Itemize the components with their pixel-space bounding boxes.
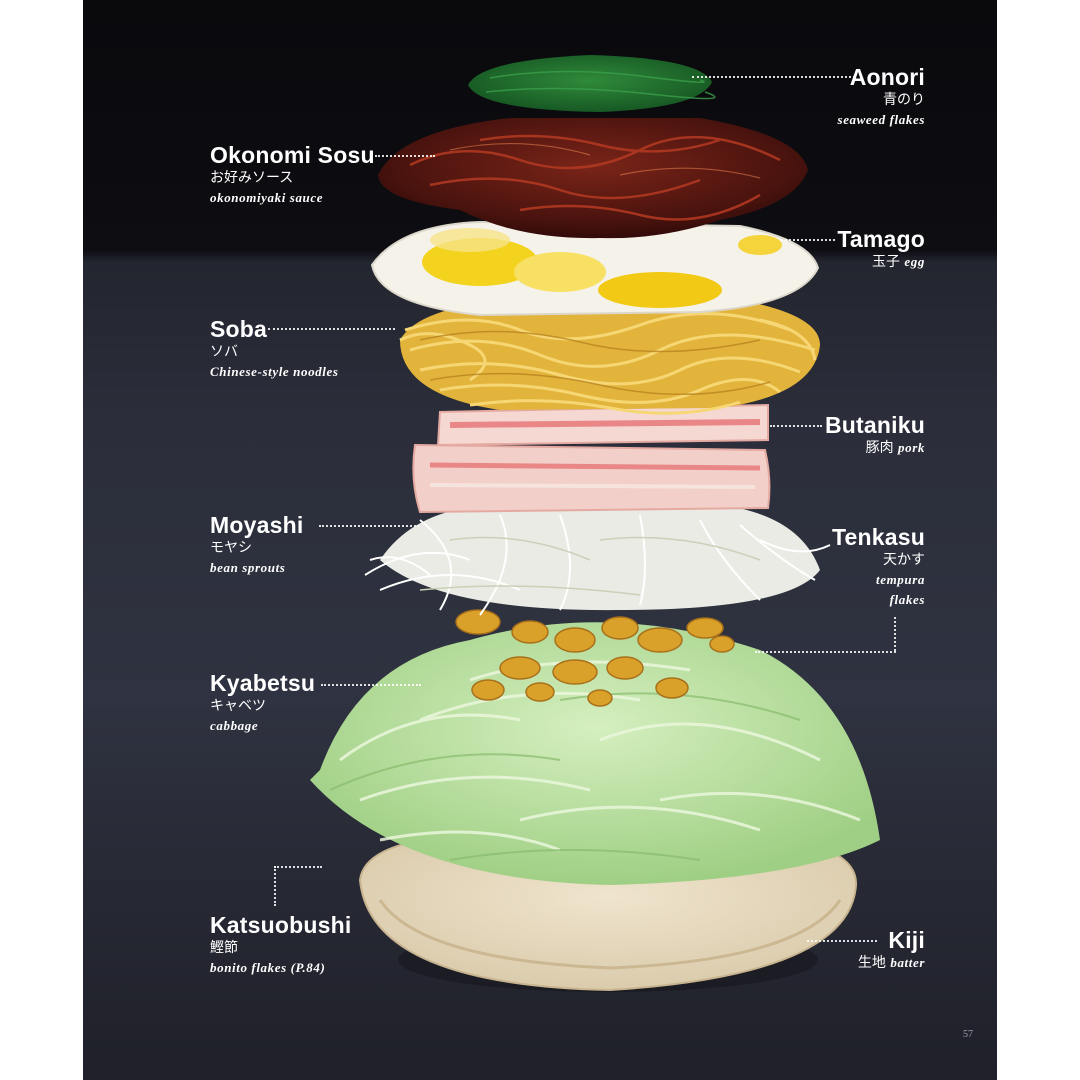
leader-kiji (807, 940, 877, 942)
label-okonomi-sosu-jp: お好みソース (210, 170, 294, 186)
leader-tenkasu-vertical (894, 617, 896, 651)
label-kiji-en: batter (890, 955, 925, 970)
label-butaniku: Butaniku 豚肉 pork (825, 412, 925, 458)
leader-soba (268, 328, 395, 330)
pork-layer (412, 403, 771, 514)
label-okonomi-sosu-name: Okonomi Sosu (210, 142, 375, 168)
leader-butaniku (770, 425, 822, 427)
bean-sprouts-layer (364, 504, 831, 616)
label-soba: Soba ソバ Chinese-style noodles (210, 316, 339, 382)
illustration-page: Aonori 青のり seaweed flakes Okonomi Sosu お… (83, 0, 997, 1080)
label-katsuobushi-en: bonito flakes (P.84) (210, 960, 326, 975)
leader-tamago (780, 239, 835, 241)
page-number: 57 (963, 1029, 973, 1040)
leader-tenkasu (755, 651, 896, 653)
label-aonori-name: Aonori (849, 64, 925, 90)
label-tamago: Tamago 玉子 egg (837, 226, 925, 272)
label-butaniku-en: pork (898, 440, 925, 455)
label-katsuobushi-name: Katsuobushi (210, 912, 352, 938)
label-kyabetsu-en: cabbage (210, 718, 259, 733)
label-tenkasu-name: Tenkasu (831, 524, 925, 550)
cabbage-layer (310, 622, 880, 885)
label-tamago-en: egg (904, 254, 925, 269)
aonori-layer (468, 55, 716, 112)
label-kiji-name: Kiji (888, 927, 925, 953)
label-aonori: Aonori 青のり seaweed flakes (838, 64, 925, 130)
leader-katsuobushi-vertical (274, 866, 276, 906)
label-butaniku-jp: 豚肉 (865, 440, 894, 456)
label-kiji: Kiji 生地 batter (858, 927, 925, 973)
leader-moyashi (319, 525, 419, 527)
label-soba-jp: ソバ (210, 344, 238, 360)
label-katsuobushi-jp: 鰹節 (210, 940, 238, 956)
label-kyabetsu: Kyabetsu キャベツ cabbage (210, 670, 315, 736)
label-tenkasu: Tenkasu 天かす tempura flakes (832, 524, 925, 610)
label-okonomi-sosu: Okonomi Sosu お好みソース okonomiyaki sauce (210, 142, 375, 208)
label-soba-en: Chinese-style noodles (210, 364, 339, 379)
tenkasu-layer (455, 609, 735, 707)
label-aonori-jp: 青のり (883, 92, 925, 108)
label-tamago-name: Tamago (837, 226, 925, 252)
egg-layer (370, 220, 820, 317)
leader-okonomi-sosu (375, 155, 435, 157)
label-tamago-jp: 玉子 (871, 254, 900, 270)
okonomiyaki-layer-stack (310, 55, 880, 992)
label-tenkasu-en-line1: tempura (876, 572, 925, 587)
label-tenkasu-jp: 天かす (883, 552, 925, 568)
leader-aonori (692, 76, 855, 78)
leader-kyabetsu (321, 684, 421, 686)
label-moyashi-name: Moyashi (210, 512, 304, 538)
noodles-layer (399, 300, 820, 415)
label-tenkasu-en-line2: flakes (889, 592, 925, 607)
leader-katsuobushi (274, 866, 322, 868)
label-moyashi: Moyashi モヤシ bean sprouts (210, 512, 303, 578)
label-katsuobushi: Katsuobushi 鰹節 bonito flakes (P.84) (210, 912, 351, 978)
label-aonori-en: seaweed flakes (837, 112, 925, 127)
label-moyashi-jp: モヤシ (210, 540, 252, 556)
sauce-layer (378, 118, 808, 239)
label-butaniku-name: Butaniku (825, 412, 925, 438)
label-okonomi-sosu-en: okonomiyaki sauce (210, 190, 324, 205)
label-kyabetsu-jp: キャベツ (210, 698, 266, 714)
label-kyabetsu-name: Kyabetsu (210, 670, 316, 696)
label-soba-name: Soba (210, 316, 268, 342)
label-kiji-jp: 生地 (857, 955, 886, 971)
label-moyashi-en: bean sprouts (210, 560, 286, 575)
